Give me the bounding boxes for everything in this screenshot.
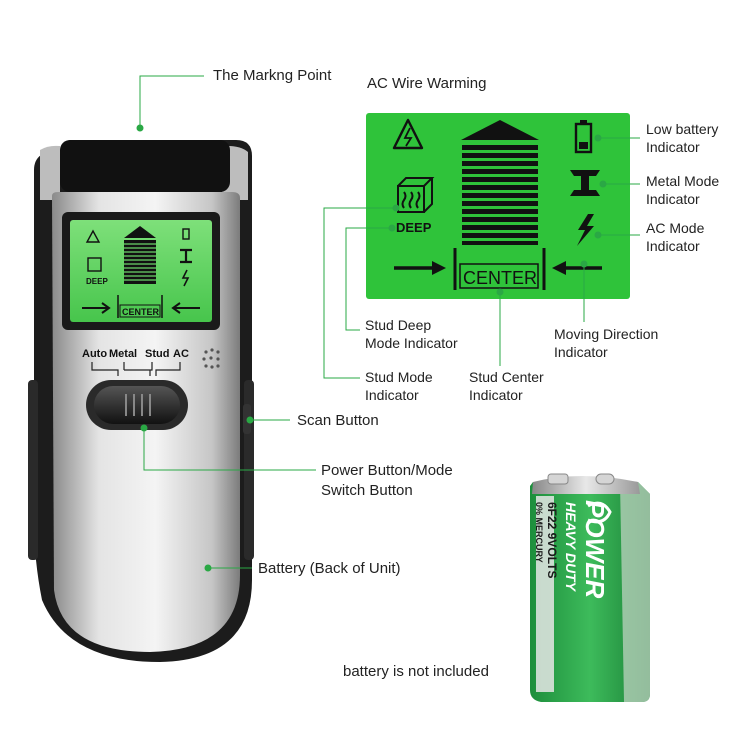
buzzer-holes: [202, 348, 220, 369]
device-lcd-ibeam-icon: [180, 248, 192, 264]
callout-lines: [136, 75, 640, 572]
callout-moving-direction: Moving Direction Indicator: [554, 326, 659, 360]
i-beam-icon: [570, 170, 600, 196]
lcd-deep-label: DEEP: [396, 220, 432, 235]
left-grip: [28, 380, 38, 560]
mode-label-metal: Metal: [109, 348, 137, 360]
device-lcd-lightning-icon: [181, 269, 190, 287]
device-lcd-battery-icon: [182, 228, 190, 240]
device-lcd-center: CENTER: [122, 307, 160, 317]
battery-brand: POWER: [580, 500, 610, 598]
mode-label-auto: Auto: [82, 348, 107, 360]
arrow-left-icon: [552, 261, 602, 275]
stud-finder-device: DEEP CENTER Auto Metal Stud AC: [28, 140, 254, 662]
lcd-signal-bars: [461, 120, 539, 245]
callout-battery-back: Battery (Back of Unit): [258, 560, 401, 577]
callout-stud-deep: Stud Deep Mode Indicator: [365, 317, 458, 351]
power-button[interactable]: [94, 386, 180, 424]
callout-ac-wire-warning: AC Wire Warming: [367, 75, 487, 92]
nine-volt-battery: POWER HEAVY DUTY 6F22 9VOLTS 0% MERCURY: [530, 473, 650, 702]
battery-line3: 0% MERCURY: [534, 502, 544, 563]
callout-metal-mode: Metal Mode Indicator: [646, 173, 720, 207]
callout-ac-mode: AC Mode Indicator: [646, 220, 705, 254]
lightning-icon: [577, 214, 594, 246]
battery-logo-icon: [587, 501, 612, 524]
device-lcd-warning-icon: [85, 229, 101, 243]
device-lcd-arrow-right: [82, 302, 111, 314]
battery-icon: [574, 120, 593, 154]
battery-line2: 6F22 9VOLTS: [545, 502, 559, 578]
battery-silver-band: [536, 496, 554, 692]
mode-label-stud: Stud: [145, 348, 169, 360]
stud-box-icon: [397, 177, 435, 213]
mode-label-ac: AC: [173, 348, 189, 360]
callout-stud-center: Stud Center Indicator: [469, 369, 544, 403]
callout-power-button: Power Button/Mode Switch Button: [321, 462, 453, 499]
power-button-ridges: [125, 394, 151, 416]
battery-line1: HEAVY DUTY: [563, 502, 579, 593]
callout-low-battery: Low battery Indicator: [646, 121, 719, 155]
device-lcd-stud-icon: [87, 257, 102, 272]
lcd-center-label: CENTER: [463, 268, 537, 288]
battery-terminal-hex: [547, 473, 569, 485]
callout-stud-mode: Stud Mode Indicator: [365, 369, 433, 403]
arrow-right-icon: [394, 261, 446, 275]
top-left-rail: [40, 145, 60, 200]
device-lcd-bars: [124, 226, 156, 284]
mode-selector-lines: [91, 362, 181, 376]
battery-terminal-round: [595, 473, 615, 485]
lcd-detail: DEEP CENTER: [366, 113, 630, 299]
callout-scan-button: Scan Button: [297, 412, 379, 429]
device-lcd-deep: DEEP: [86, 277, 108, 286]
lcd-center-box: [459, 263, 539, 289]
battery-not-included-note: battery is not included: [343, 663, 489, 680]
device-lcd-arrow-left: [171, 302, 200, 314]
warning-triangle-icon: [392, 118, 424, 150]
device-top-cap: [60, 140, 230, 192]
battery-body: [530, 482, 650, 702]
callout-marking-point: The Markng Point: [213, 67, 332, 84]
